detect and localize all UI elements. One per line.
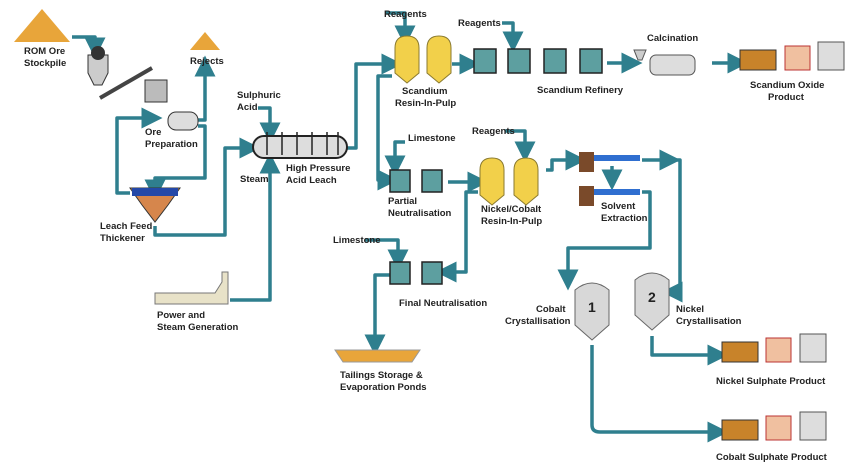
scandium-rip-tanks-icon — [394, 35, 452, 84]
scandium-product-icon — [739, 41, 845, 71]
scandium-refinery-tanks-icon — [473, 48, 603, 74]
nico-rip-label-2: Resin-In-Pulp — [481, 216, 542, 227]
cobalt-crystalliser-icon — [574, 282, 610, 341]
ni-product-label: Nickel Sulphate Product — [716, 376, 826, 387]
hpal-label-1: High Pressure — [286, 163, 350, 174]
sc-rip-label-2: Resin-In-Pulp — [395, 98, 456, 109]
steam-label: Steam — [240, 174, 269, 185]
rom-ore-label-2: Stockpile — [24, 58, 66, 69]
limestone-label-2: Limestone — [333, 235, 381, 246]
reagents-label-2: Reagents — [458, 18, 501, 29]
sc-product-label-2: Product — [768, 92, 805, 103]
pipes — [72, 11, 749, 443]
sulphuric-label-1: Sulphuric — [237, 90, 281, 101]
nickel-cryst-label-2: Crystallisation — [676, 316, 742, 327]
partial-label-2: Neutralisation — [388, 208, 452, 219]
thickener-icon — [129, 187, 181, 223]
final-neutralisation-tanks-icon — [389, 261, 443, 285]
sc-refinery-label: Scandium Refinery — [537, 85, 624, 96]
power-plant-icon — [154, 271, 229, 305]
partial-label-1: Partial — [388, 196, 417, 207]
cobalt-product-icon — [721, 411, 827, 441]
sc-product-label-1: Scandium Oxide — [750, 80, 824, 91]
final-label: Final Neutralisation — [399, 298, 487, 309]
sulphuric-label-2: Acid — [237, 102, 258, 113]
ore-prep-label-1: Ore — [145, 127, 161, 138]
thickener-label-2: Thickener — [100, 233, 145, 244]
limestone-label-1: Limestone — [408, 133, 456, 144]
power-label-2: Steam Generation — [157, 322, 238, 333]
calcination-kiln-icon — [633, 49, 696, 76]
nickel-cryst-label-1: Nickel — [676, 304, 704, 315]
rom-ore-label-1: ROM Ore — [24, 46, 65, 57]
labels: ROM Ore Stockpile Rejects Ore Preparatio… — [24, 9, 828, 463]
crusher-icon — [87, 46, 199, 131]
hpal-label-2: Acid Leach — [286, 175, 337, 186]
sx-label-1: Solvent — [601, 201, 636, 212]
nico-rip-tanks-icon — [479, 157, 539, 206]
cobalt-cryst-label-1: Cobalt — [536, 304, 566, 315]
power-label-1: Power and — [157, 310, 205, 321]
tailings-pond-icon — [334, 349, 421, 363]
tank-2-label: 2 — [648, 289, 656, 305]
partial-neutralisation-tanks-icon — [389, 169, 443, 193]
nickel-product-icon — [721, 333, 827, 363]
solvent-extraction-icon — [579, 152, 640, 206]
sx-label-2: Extraction — [601, 213, 648, 224]
rejects-stockpile-icon — [190, 32, 220, 50]
nickel-crystalliser-icon — [634, 272, 670, 331]
rejects-label: Rejects — [190, 56, 224, 67]
tailings-label-2: Evaporation Ponds — [340, 382, 427, 393]
thickener-label-1: Leach Feed — [100, 221, 152, 232]
hpal-autoclave-icon — [252, 132, 348, 159]
reagents-label-3: Reagents — [472, 126, 515, 137]
cobalt-cryst-label-2: Crystallisation — [505, 316, 571, 327]
nico-rip-label-1: Nickel/Cobalt — [481, 204, 542, 215]
ore-prep-label-2: Preparation — [145, 139, 198, 150]
calcination-label: Calcination — [647, 33, 698, 44]
tailings-label-1: Tailings Storage & — [340, 370, 423, 381]
reagents-label-1: Reagents — [384, 9, 427, 20]
sc-rip-label-1: Scandium — [402, 86, 447, 97]
rom-stockpile-icon — [14, 9, 70, 42]
tank-1-label: 1 — [588, 299, 596, 315]
co-product-label: Cobalt Sulphate Product — [716, 452, 828, 463]
